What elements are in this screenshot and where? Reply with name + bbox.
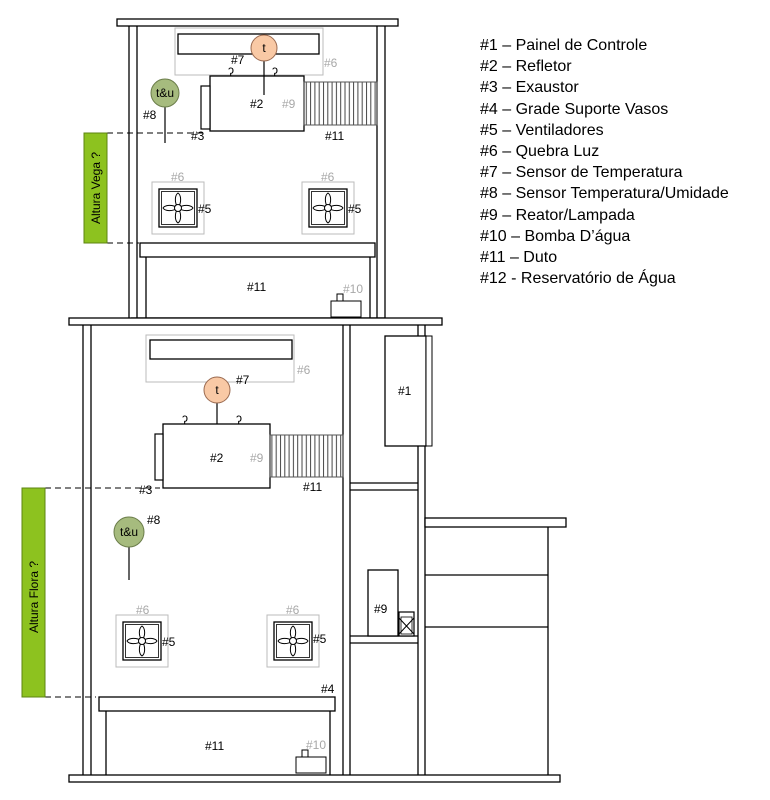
vega-tag-3: #3 (191, 129, 205, 143)
legend-item: #7 – Sensor de Temperatura (480, 164, 683, 182)
vega-reflector (209, 75, 305, 132)
vega-tag-9: #9 (282, 97, 296, 111)
flora-tag-9: #9 (250, 451, 264, 465)
vega-sensor-tu-label: t&u (156, 86, 174, 100)
flora-tag-11-reservoir: #11 (205, 739, 224, 753)
side-cabinet-top (424, 517, 567, 528)
vega-fan-right-tag-6: #6 (321, 170, 335, 184)
vega-tag-6: #6 (324, 56, 338, 70)
vega-fan-left (151, 181, 205, 235)
legend-item: #10 – Bomba D’água (480, 227, 631, 245)
flora-grid-shelf (98, 696, 336, 712)
vega-fan-left-tag-6: #6 (171, 170, 185, 184)
vega-height-bar (83, 132, 108, 244)
vega-cabinet: #6 #2 #9 ʔ ʔ #11 t #7 t&u #8 #3 Altura V… (83, 18, 399, 319)
flora-fan-right (266, 614, 320, 668)
flora-humidity-sensor (113, 516, 145, 548)
legend-item: #9 – Reator/Lampada (480, 206, 635, 224)
flora-fan-right-tag-6: #6 (286, 603, 300, 617)
flora-fan-left (115, 614, 169, 668)
base-panel (68, 774, 561, 783)
flora-exhaust (154, 433, 164, 481)
flora-tag-2: #2 (210, 451, 224, 465)
legend-item: #8 – Sensor Temperatura/Umidade (480, 185, 729, 203)
vega-height-label: Altura Vega ? (89, 152, 103, 224)
legend-item: #11 – Duto (480, 249, 558, 267)
flora-hook-right: ʔ (236, 413, 242, 427)
flora-tag-3: #3 (139, 483, 153, 497)
flora-hook-left: ʔ (182, 413, 188, 427)
legend-item: #6 – Quebra Luz (480, 143, 600, 161)
legend-item: #5 – Ventiladores (480, 121, 604, 139)
vega-humidity-sensor (150, 78, 180, 108)
vega-light-shield (177, 33, 320, 55)
vega-fan-right-tag-5: #5 (348, 202, 362, 216)
flora-height-bar (21, 487, 46, 698)
control-panel-tag-1: #1 (398, 384, 412, 398)
vega-tag-11-duct: #11 (325, 129, 344, 143)
vega-water-pump (330, 300, 362, 318)
flora-ballast-tag-9: #9 (374, 602, 388, 616)
vega-tag-11-reservoir: #11 (247, 280, 266, 294)
flora-water-pump (295, 756, 327, 774)
flora-sensor-t-label: t (215, 383, 219, 397)
vega-tag-8: #8 (143, 108, 157, 122)
flora-ballast (367, 569, 399, 637)
legend-item: #3 – Exaustor (480, 79, 579, 97)
vega-fan-left-tag-5: #5 (198, 202, 212, 216)
flora-light-shield (149, 339, 293, 360)
vega-tag-2: #2 (250, 97, 264, 111)
vega-light-shield-outline (174, 27, 324, 76)
flora-fan-right-tag-5: #5 (313, 632, 327, 646)
vega-top-panel (116, 18, 399, 27)
flora-tag-6: #6 (297, 363, 311, 377)
vega-fan-right (301, 181, 355, 235)
vega-hook-left: ʔ (228, 65, 234, 79)
flora-temperature-sensor (203, 376, 231, 404)
vega-duct (303, 81, 378, 126)
flora-tag-10: #10 (306, 738, 326, 752)
flora-cabinet: #1 #9 #6 t #7 #2 #9 ʔ ʔ #11 #3 (21, 317, 567, 783)
vega-sensor-t-label: t (262, 41, 266, 55)
legend-item: #12 - Reservatório de Água (480, 270, 676, 288)
flora-tag-7: #7 (236, 373, 250, 387)
legend-item: #4 – Grade Suporte Vasos (480, 100, 669, 118)
flora-tag-4: #4 (321, 682, 335, 696)
flora-fan-left-tag-6: #6 (136, 603, 150, 617)
flora-height-label: Altura Flora ? (27, 561, 41, 633)
legend-item: #2 – Refletor (480, 58, 572, 76)
flora-fan-left-tag-5: #5 (162, 635, 176, 649)
flora-top-panel (68, 317, 443, 326)
vega-exhaust (200, 85, 211, 130)
legend: #1 – Painel de Controle #2 – Refletor #3 –… (480, 35, 729, 289)
vega-grid-shelf (139, 242, 376, 258)
vega-tag-10: #10 (343, 282, 363, 296)
flora-sensor-tu-label: t&u (120, 525, 138, 539)
flora-tag-8: #8 (147, 513, 161, 527)
legend-item: #1 – Painel de Controle (480, 37, 648, 54)
vega-temperature-sensor (250, 34, 278, 62)
flora-tag-11-duct: #11 (303, 480, 322, 494)
vega-hook-right: ʔ (272, 65, 278, 79)
flora-reflector (162, 423, 271, 489)
vega-tag-7: #7 (231, 53, 245, 67)
flora-duct (269, 434, 344, 478)
